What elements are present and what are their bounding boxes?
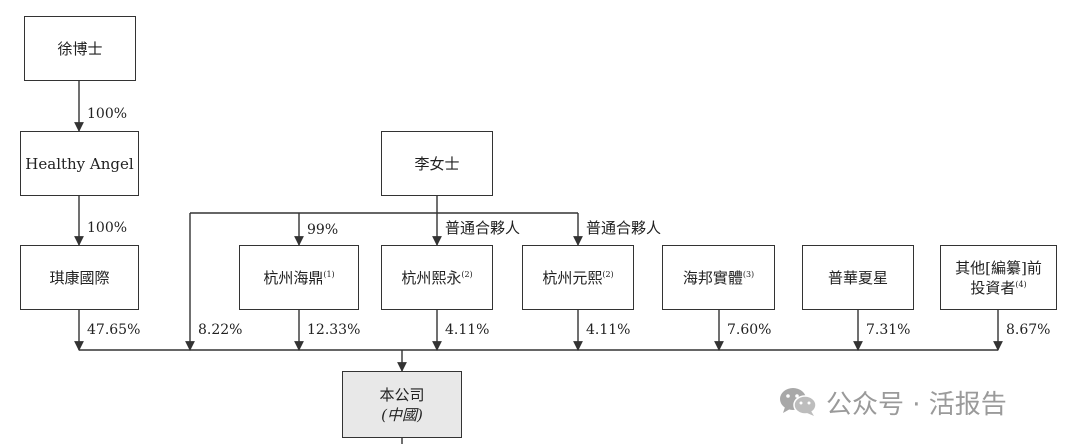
share-qikang: 47.65% <box>87 322 141 338</box>
wechat-icon <box>780 388 817 416</box>
label-xu-to-healthy-angel: 100% <box>87 106 128 122</box>
label-li-gp-yuanxi: 普通合夥人 <box>586 219 662 237</box>
share-yuanxi: 4.11% <box>586 322 631 338</box>
label-li-gp-xiyong: 普通合夥人 <box>445 219 521 237</box>
node-others-line2: 投資者 <box>970 278 1016 297</box>
share-puhua: 7.31% <box>866 322 911 338</box>
node-xiyong: 杭州熙永(2) <box>381 245 493 310</box>
node-yuanxi: 杭州元熙(2) <box>522 245 634 310</box>
node-others-line1: 其他[編纂]前 <box>955 258 1042 277</box>
node-company-country: (中國) <box>381 405 423 424</box>
node-haibang: 海邦實體(3) <box>662 245 775 310</box>
node-haibang-note: (3) <box>742 269 755 279</box>
node-yuanxi-note: (2) <box>602 269 614 279</box>
node-haiding: 杭州海鼎(1) <box>239 245 359 310</box>
share-ms-li: 8.22% <box>198 322 243 338</box>
node-ms-li: 李女士 <box>381 131 493 196</box>
node-dr-xu: 徐博士 <box>24 16 136 81</box>
node-qikang-label: 琪康國際 <box>49 268 110 287</box>
share-others: 8.67% <box>1006 322 1051 338</box>
node-company-label: 本公司 <box>379 385 425 404</box>
label-li-to-haiding: 99% <box>307 222 339 238</box>
node-others-note: (4) <box>1015 279 1027 289</box>
share-xiyong: 4.11% <box>445 322 490 338</box>
node-company: 本公司 (中國) <box>342 371 462 438</box>
watermark: 公众号 · 活报告 <box>778 385 1007 420</box>
watermark-text: 公众号 · 活报告 <box>826 389 1007 420</box>
node-xiyong-label: 杭州熙永 <box>401 268 462 287</box>
node-healthy-angel: Healthy Angel <box>20 131 139 196</box>
node-xiyong-note: (2) <box>461 269 473 279</box>
node-ms-li-label: 李女士 <box>414 154 460 173</box>
node-dr-xu-label: 徐博士 <box>57 39 103 58</box>
node-puhua: 普華夏星 <box>802 245 914 310</box>
node-haiding-label: 杭州海鼎 <box>263 268 324 287</box>
node-others: 其他[編纂]前 投資者(4) <box>940 245 1057 310</box>
label-healthy-angel-to-qikang: 100% <box>87 220 128 236</box>
node-healthy-angel-label: Healthy Angel <box>25 154 134 173</box>
node-haibang-label: 海邦實體 <box>682 268 743 287</box>
node-yuanxi-label: 杭州元熙 <box>542 268 603 287</box>
node-puhua-label: 普華夏星 <box>827 268 888 287</box>
share-haibang: 7.60% <box>727 322 772 338</box>
node-haiding-note: (1) <box>323 269 335 279</box>
node-qikang: 琪康國際 <box>20 245 139 310</box>
share-haiding: 12.33% <box>307 322 361 338</box>
